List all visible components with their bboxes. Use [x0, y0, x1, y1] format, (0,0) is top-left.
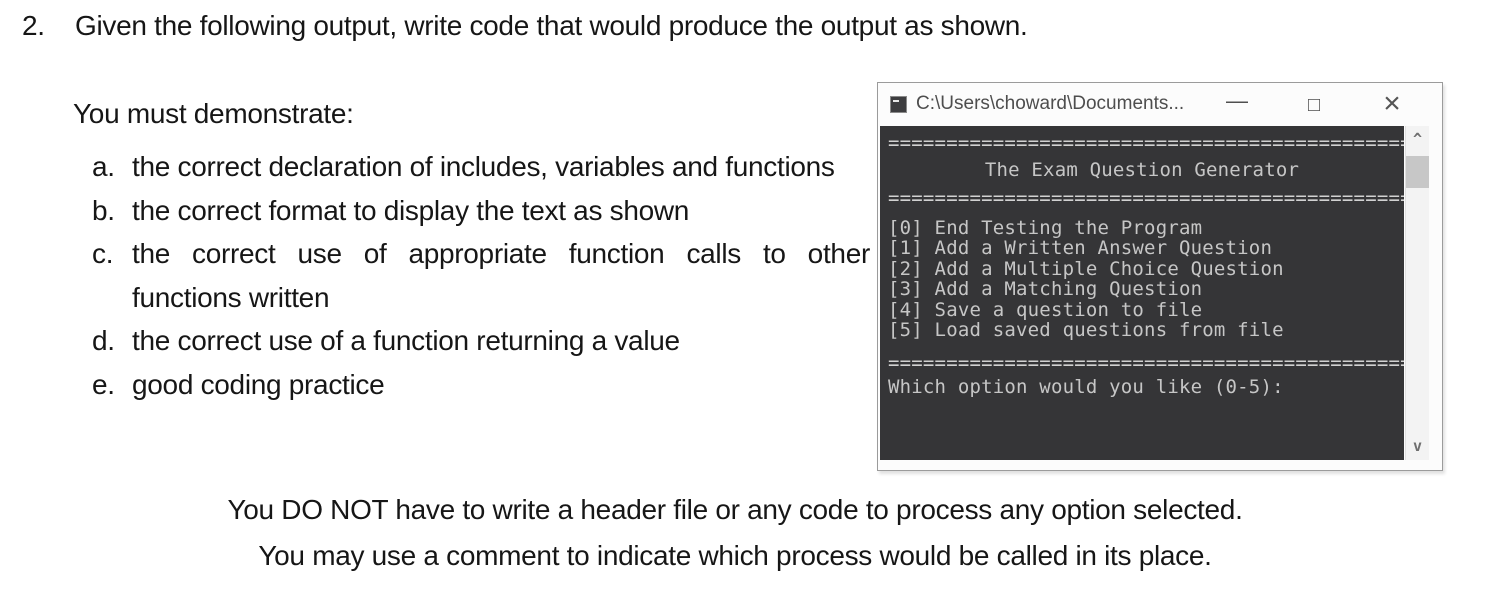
question-line: 2. Given the following output, write code… — [22, 10, 1028, 42]
item-text: the correct declaration of includes, var… — [132, 151, 835, 182]
menu-item-5: [5] Load saved questions from file — [888, 320, 1284, 341]
maximize-button[interactable]: □ — [1307, 94, 1321, 116]
requirement-item-d: d. the correct use of a function returni… — [92, 319, 882, 363]
scrollbar-down-icon[interactable]: v — [1412, 437, 1423, 455]
item-letter: c. — [92, 238, 114, 269]
menu-item-0: [0] End Testing the Program — [888, 217, 1203, 238]
question-number: 2. — [22, 10, 45, 41]
requirements-list: a. the correct declaration of includes, … — [92, 145, 882, 406]
menu-item-4: [4] Save a question to file — [888, 299, 1203, 320]
item-text: the correct use of appropriate function … — [132, 238, 870, 313]
scrollbar-up-icon[interactable]: ^ — [1412, 130, 1423, 148]
separator-line: ========================================… — [888, 188, 1404, 209]
item-text: good coding practice — [132, 368, 385, 400]
command-prompt-icon — [890, 96, 907, 113]
console-prompt: Which option would you like (0-5): — [888, 377, 1284, 398]
console-output: ========================================… — [880, 126, 1404, 460]
requirement-item-e: e. good coding practice — [92, 363, 882, 407]
separator-line: ========================================… — [888, 133, 1404, 154]
item-letter: a. — [92, 151, 115, 182]
intro-text: You must demonstrate: — [73, 98, 354, 129]
console-banner: The Exam Question Generator — [984, 159, 1300, 180]
item-letter: d. — [92, 325, 115, 356]
separator-line: ========================================… — [888, 352, 1404, 373]
item-letter: e. — [92, 368, 115, 400]
menu-item-2: [2] Add a Multiple Choice Question — [888, 258, 1284, 279]
console-titlebar[interactable]: C:\Users\choward\Documents... — □ × — [878, 83, 1442, 126]
item-text: the correct use of a function returning … — [132, 325, 680, 356]
requirement-item-c: c. the correct use of appropriate functi… — [92, 232, 882, 319]
requirement-item-b: b. the correct format to display the tex… — [92, 189, 882, 233]
question-text: Given the following output, write code t… — [75, 10, 1028, 41]
menu-item-1: [1] Add a Written Answer Question — [888, 238, 1273, 259]
footer-line-1: You DO NOT have to write a header file o… — [227, 494, 1243, 525]
footer-note: You DO NOT have to write a header file o… — [5, 487, 1465, 578]
requirement-item-a: a. the correct declaration of includes, … — [92, 145, 882, 189]
scrollbar-thumb[interactable] — [1406, 156, 1429, 188]
close-button[interactable]: × — [1383, 87, 1401, 120]
window-title: C:\Users\choward\Documents... — [916, 93, 1185, 114]
item-text: the correct format to display the text a… — [132, 194, 690, 226]
minimize-button[interactable]: — — [1226, 88, 1248, 113]
scrollbar[interactable]: ^ v — [1405, 126, 1429, 460]
item-letter: b. — [92, 194, 115, 226]
console-window: C:\Users\choward\Documents... — □ × ====… — [877, 82, 1443, 471]
menu-item-3: [3] Add a Matching Question — [888, 279, 1203, 300]
footer-line-2: You may use a comment to indicate which … — [258, 539, 1212, 571]
